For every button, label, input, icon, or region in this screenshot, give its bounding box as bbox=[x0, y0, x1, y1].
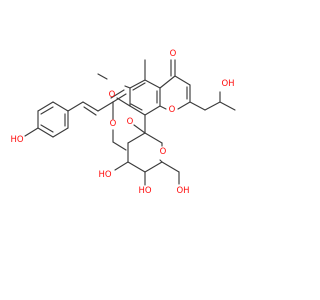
bond bbox=[159, 105, 167, 110]
atom-label-layer: HO O O O O O OH O HO HO OH bbox=[10, 49, 234, 196]
atom-label-oh-side-chain: OH bbox=[221, 79, 234, 89]
bond bbox=[83, 106, 97, 116]
bond bbox=[129, 105, 146, 116]
bond-layer bbox=[24, 59, 236, 186]
bond bbox=[124, 85, 131, 89]
bond bbox=[37, 127, 54, 138]
bond bbox=[132, 82, 146, 91]
atom-label-o-ester-link: O bbox=[127, 117, 134, 127]
bond bbox=[110, 89, 125, 99]
bond bbox=[67, 101, 84, 112]
bond bbox=[144, 79, 161, 89]
bond bbox=[127, 132, 146, 144]
atom-label-o-ketone: O bbox=[170, 49, 177, 59]
bond bbox=[52, 127, 69, 138]
atom-label-oh-sugar-ch2: OH bbox=[176, 186, 189, 196]
bond bbox=[112, 141, 127, 151]
bond bbox=[97, 101, 114, 112]
bond bbox=[37, 101, 54, 112]
atom-label-o-ester-carbonyl: O bbox=[110, 119, 117, 129]
atom-label-o-sugar-ring: O bbox=[160, 147, 167, 157]
bond bbox=[144, 161, 163, 173]
atom-label-ho-sugar-3: HO bbox=[98, 170, 111, 180]
bond bbox=[144, 105, 161, 116]
atom-label-o-methoxy: O bbox=[109, 90, 116, 100]
bond bbox=[189, 101, 206, 111]
bond bbox=[177, 101, 191, 110]
bond bbox=[129, 79, 146, 89]
bond bbox=[159, 75, 176, 89]
atom-label-ho-sugar-4: HO bbox=[138, 186, 151, 196]
bond bbox=[161, 161, 180, 173]
bond bbox=[219, 101, 236, 111]
bond bbox=[116, 97, 131, 107]
atom-label-o-chromone-ring: O bbox=[169, 105, 176, 115]
atom-label-ho-phenol: HO bbox=[10, 135, 23, 145]
bond bbox=[204, 101, 221, 111]
bond bbox=[127, 161, 146, 173]
chemical-structure-diagram: HO O O O O O OH O HO HO OH bbox=[10, 49, 236, 196]
bond bbox=[112, 93, 127, 103]
bond bbox=[133, 124, 146, 134]
bond bbox=[97, 73, 108, 80]
bond bbox=[52, 101, 69, 112]
bond bbox=[82, 101, 99, 112]
bond bbox=[174, 75, 191, 86]
bond bbox=[114, 161, 129, 171]
bond bbox=[40, 124, 54, 133]
bond bbox=[24, 127, 39, 137]
bond bbox=[130, 103, 143, 111]
bond bbox=[40, 106, 54, 115]
bond bbox=[144, 132, 163, 144]
